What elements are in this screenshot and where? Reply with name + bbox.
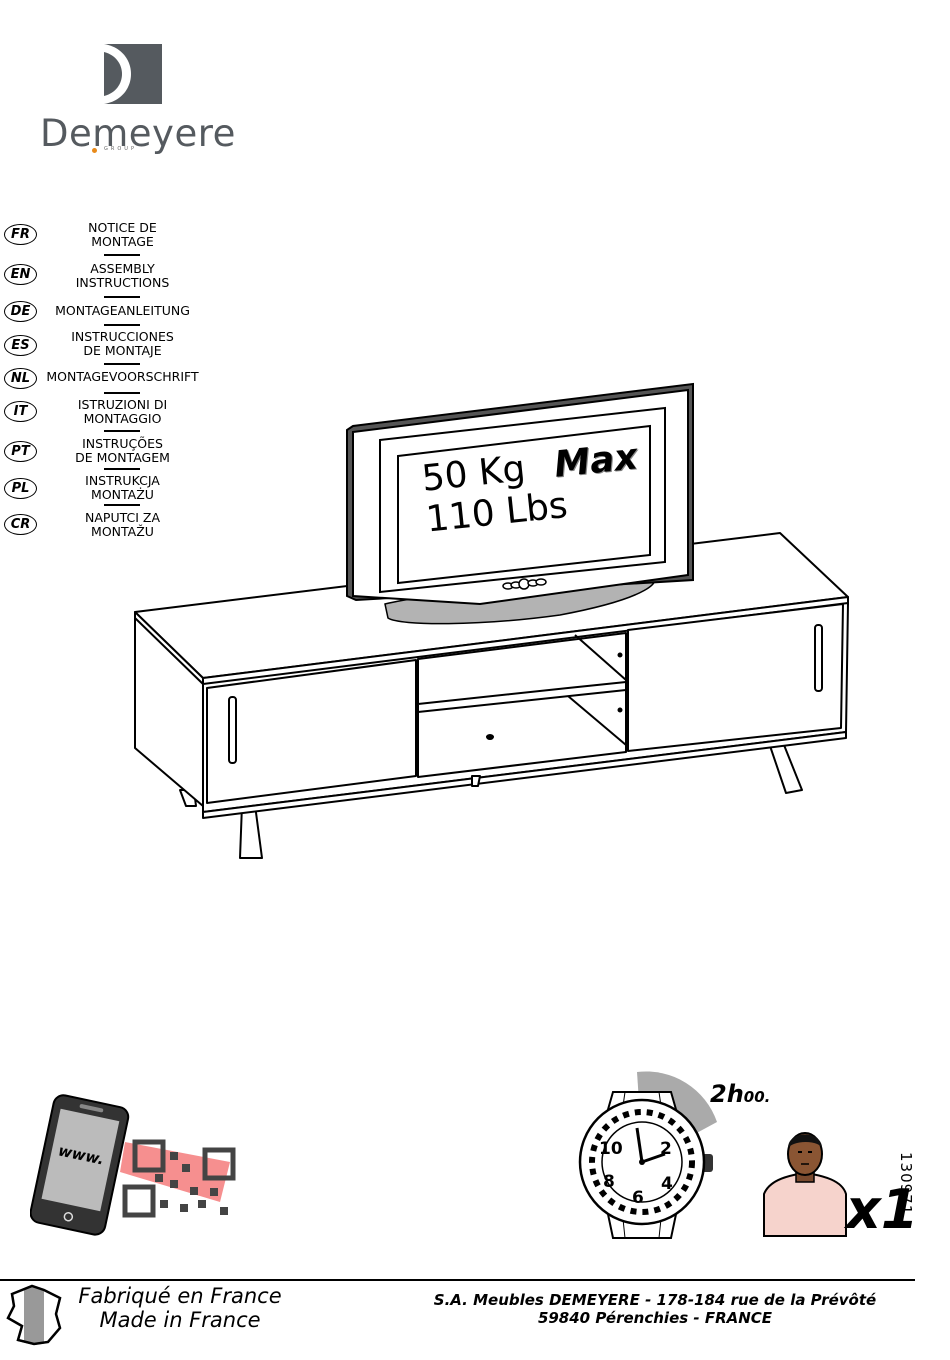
lang-title-cr: NAPUTCI ZA MONTAŽU bbox=[85, 510, 160, 539]
watch-number-10: 10 bbox=[599, 1139, 623, 1159]
made-en: Made in France bbox=[99, 1308, 261, 1332]
company-line-2: 59840 Pérenchies - FRANCE bbox=[537, 1309, 773, 1327]
lang-badge-nl: NL bbox=[4, 368, 37, 389]
lang-badge-pl: PL bbox=[4, 478, 37, 499]
lang-badge-pt: PT bbox=[4, 441, 37, 462]
persons-count: x1 bbox=[846, 1178, 919, 1241]
lang-separator bbox=[104, 504, 140, 506]
brand-tagline: GROUP bbox=[104, 146, 137, 152]
assembly-duration: 2h00. bbox=[710, 1080, 771, 1108]
lang-badge-es: ES bbox=[4, 335, 37, 356]
person-icon bbox=[763, 1132, 847, 1237]
lang-separator bbox=[104, 430, 140, 432]
lang-separator bbox=[104, 392, 140, 394]
tv-cabinet-illustration bbox=[134, 382, 849, 859]
lang-title-fr: NOTICE DE MONTAGE bbox=[88, 220, 157, 249]
lang-title-nl: MONTAGEVOORSCHRIFT bbox=[46, 369, 199, 384]
watch-number-8: 8 bbox=[603, 1172, 615, 1192]
phone-qr-illustration bbox=[30, 1094, 236, 1236]
company-line-1: S.A. Meubles DEMEYERE - 178-184 rue de l… bbox=[433, 1291, 877, 1309]
footer-divider bbox=[0, 1279, 915, 1281]
document-number: 130971 bbox=[897, 1152, 915, 1216]
lang-badge-en: EN bbox=[4, 264, 37, 285]
watch-number-2: 2 bbox=[660, 1139, 672, 1159]
brand-name: Demeyere bbox=[40, 112, 236, 155]
lang-separator bbox=[104, 296, 140, 298]
lang-title-pl: INSTRUKCJA MONTAŻU bbox=[85, 473, 160, 502]
watch-number-6: 6 bbox=[632, 1188, 644, 1208]
made-in-france: Fabriqué en France Made in France bbox=[60, 1284, 300, 1332]
france-map-icon bbox=[6, 1284, 62, 1346]
lang-title-es: INSTRUCCIONES DE MONTAJE bbox=[71, 329, 174, 358]
brand-accent-dot bbox=[92, 148, 97, 153]
max-label: Max bbox=[552, 436, 640, 486]
lang-badge-it: IT bbox=[4, 401, 37, 422]
lang-title-de: MONTAGEANLEITUNG bbox=[55, 303, 190, 318]
lang-separator bbox=[104, 254, 140, 256]
lang-badge-fr: FR bbox=[4, 224, 37, 245]
made-fr: Fabriqué en France bbox=[78, 1284, 282, 1308]
watch-icon bbox=[578, 1071, 717, 1239]
lang-separator bbox=[104, 324, 140, 326]
demeyere-logo-mark bbox=[104, 44, 162, 104]
watch-number-4: 4 bbox=[661, 1174, 673, 1194]
lang-badge-de: DE bbox=[4, 301, 37, 322]
lang-separator bbox=[104, 363, 140, 365]
lang-title-it: ISTRUZIONI DI MONTAGGIO bbox=[77, 397, 168, 426]
company-address: S.A. Meubles DEMEYERE - 178-184 rue de l… bbox=[405, 1291, 905, 1327]
lang-title-en: ASSEMBLY INSTRUCTIONS bbox=[75, 261, 170, 290]
lang-title-pt: INSTRUÇÕES DE MONTAGEM bbox=[75, 436, 170, 465]
lang-badge-cr: CR bbox=[4, 514, 37, 535]
lang-separator bbox=[104, 468, 140, 470]
